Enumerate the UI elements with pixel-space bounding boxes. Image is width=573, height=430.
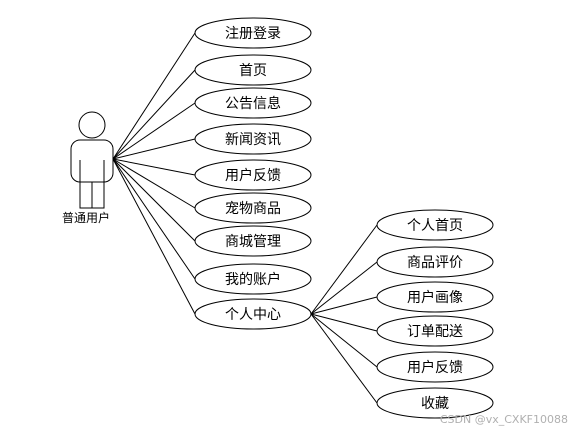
edge-personal-center-sub-user-feedback [310,313,378,368]
edge-actor-uc-announcements [112,102,196,160]
sub-personal-home-label: 个人首页 [407,218,463,234]
edge-actor-uc-personal-center [112,158,196,315]
uc-my-account-label: 我的账户 [225,271,281,288]
edge-personal-center-sub-order-delivery [310,313,378,332]
edge-personal-center-sub-user-portrait [310,296,378,315]
uc-news-ellipse [194,123,312,155]
edge-actor-uc-pet-products [112,158,196,209]
uc-user-feedback-label: 用户反馈 [225,167,281,184]
sub-product-review: 商品评价 [376,246,494,278]
uc-announcements-ellipse [194,87,312,119]
uc-announcements: 公告信息 [194,87,312,119]
sub-user-portrait-ellipse [376,281,494,313]
sub-personal-home: 个人首页 [376,209,494,241]
uc-register-login: 注册登录 [194,17,312,49]
actor-label: 普通用户 [62,210,110,225]
sub-user-portrait-label: 用户画像 [407,289,463,306]
edge-actor-uc-my-account [112,158,196,280]
actor: 普通用户 [62,111,114,225]
sub-order-delivery: 订单配送 [376,315,494,347]
uc-personal-center: 个人中心 [194,298,312,330]
uc-pet-products-ellipse [194,192,312,224]
uc-personal-center-label: 个人中心 [225,307,281,323]
sub-user-feedback-label: 用户反馈 [407,359,463,376]
uc-pet-products-label: 宠物商品 [225,201,281,217]
sub-product-review-label: 商品评价 [407,255,463,271]
uc-my-account: 我的账户 [194,263,312,295]
uc-mall-management-ellipse [194,225,312,257]
sub-favorites: 收藏 [376,387,494,419]
sub-personal-home-ellipse [376,209,494,241]
uc-news: 新闻资讯 [194,123,312,155]
edge-actor-uc-news [112,138,196,160]
uc-announcements-label: 公告信息 [225,95,281,112]
uc-home-label: 首页 [239,63,267,79]
uc-home: 首页 [194,54,312,86]
sub-user-feedback-ellipse [376,351,494,383]
edge-actor-uc-user-feedback [112,158,196,176]
edge-actor-uc-register-login [112,32,196,160]
uc-my-account-ellipse [194,263,312,295]
uc-personal-center-ellipse [194,298,312,330]
uc-mall-management-label: 商城管理 [225,234,281,250]
uc-register-login-label: 注册登录 [225,26,281,42]
uc-register-login-ellipse [194,17,312,49]
sub-user-feedback: 用户反馈 [376,351,494,383]
edge-personal-center-sub-product-review [310,261,378,315]
sub-order-delivery-ellipse [376,315,494,347]
uc-mall-management: 商城管理 [194,225,312,257]
stick-figure-icon [70,111,114,209]
edge-personal-center-sub-personal-home [310,224,378,315]
sub-order-delivery-label: 订单配送 [407,324,463,340]
edge-actor-uc-mall-management [112,158,196,242]
uc-home-ellipse [194,54,312,86]
uc-user-feedback: 用户反馈 [194,159,312,191]
connector-lines [112,32,378,404]
sub-product-review-ellipse [376,246,494,278]
uc-news-label: 新闻资讯 [225,132,281,148]
edge-personal-center-sub-favorites [310,313,378,404]
sub-favorites-ellipse [376,387,494,419]
sub-user-portrait: 用户画像 [376,281,494,313]
sub-favorites-label: 收藏 [421,396,449,412]
edge-actor-uc-home [112,69,196,160]
watermark: CSDN @vx_CXKF10088 [440,413,568,426]
uc-user-feedback-ellipse [194,159,312,191]
uc-pet-products: 宠物商品 [194,192,312,224]
